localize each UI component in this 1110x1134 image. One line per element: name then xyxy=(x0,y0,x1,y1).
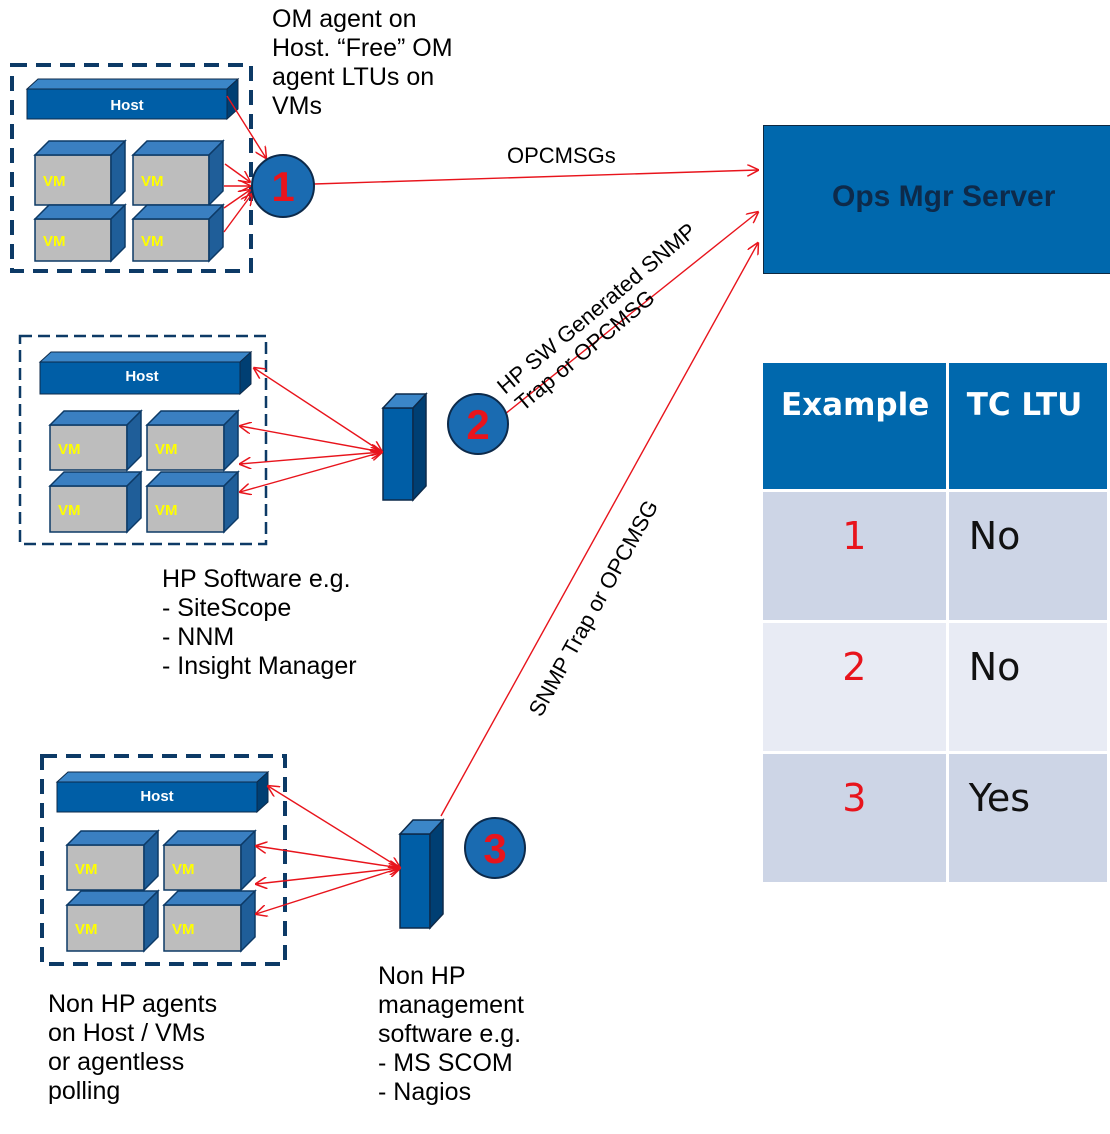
table-row: 3 Yes xyxy=(763,752,1110,885)
ops-mgr-server-box xyxy=(763,125,1110,274)
vm-box: VM xyxy=(145,409,240,472)
vm-box: VM xyxy=(48,409,143,472)
badge-number: 3 xyxy=(483,825,506,872)
vm-box: VM xyxy=(131,203,225,263)
host-group-3: Host VM VM VM VM xyxy=(40,754,287,966)
host-label: Host xyxy=(110,97,143,114)
arrows-group-1 xyxy=(223,95,758,233)
cell-example: 1 xyxy=(763,490,949,623)
vm-box: VM xyxy=(33,203,127,263)
cell-tc-ltu: Yes xyxy=(947,752,1110,885)
vm-label: VM xyxy=(155,502,178,519)
host-box: Host xyxy=(38,350,253,396)
column-header-tc-ltu: TC LTU xyxy=(947,363,1110,492)
cell-tc-ltu: No xyxy=(947,621,1110,754)
vm-box: VM xyxy=(162,829,257,892)
arrow-bidirectional xyxy=(254,368,382,452)
vm-label: VM xyxy=(58,441,81,458)
cell-example: 3 xyxy=(763,752,949,885)
badge-1: 1 xyxy=(251,154,315,218)
arrow-label-snmp-generated: HP SW Generated SNMP xyxy=(492,218,701,399)
host-box: Host xyxy=(25,77,240,121)
vm-label: VM xyxy=(141,173,164,190)
vm-label: VM xyxy=(75,861,98,878)
column-header-example: Example xyxy=(763,363,949,492)
arrow-opcmsgs xyxy=(313,170,758,185)
caption-non-hp-software: Non HP management software e.g. - MS SCO… xyxy=(378,962,524,1106)
vm-box: VM xyxy=(65,889,160,953)
vm-box: VM xyxy=(145,470,240,534)
example-table: Example TC LTU 1 No 2 No 3 Yes xyxy=(763,363,1110,885)
table-row: 2 No xyxy=(763,621,1110,754)
vm-label: VM xyxy=(141,233,164,250)
arrow-bidirectional xyxy=(256,868,400,914)
caption-non-hp-agents: Non HP agents on Host / VMs or agentless… xyxy=(48,990,218,1105)
vm-box: VM xyxy=(162,889,257,953)
arrow-bidirectional xyxy=(256,868,400,884)
host-group-1: Host VM VM VM VM xyxy=(10,63,253,273)
arrow-snmp-generated xyxy=(499,212,758,419)
vm-label: VM xyxy=(172,921,195,938)
vm-label: VM xyxy=(172,861,195,878)
host-group-2: Host VM VM VM VM xyxy=(18,334,268,546)
arrow-bidirectional xyxy=(240,426,382,452)
arrow-snmp-trap xyxy=(440,243,758,817)
arrow-bidirectional xyxy=(240,452,382,492)
vm-box: VM xyxy=(33,139,127,207)
host-box: Host xyxy=(55,770,270,814)
vm-label: VM xyxy=(43,233,66,250)
arrow-vm-to-agent xyxy=(224,163,250,182)
vm-label: VM xyxy=(75,921,98,938)
arrow-vm-to-agent xyxy=(223,190,250,209)
vm-box: VM xyxy=(65,829,160,892)
arrow-bidirectional xyxy=(256,846,400,868)
caption-om-agent: OM agent on Host. “Free” OM agent LTUs o… xyxy=(272,5,453,120)
arrow-label-snmp-trap: SNMP Trap or OPCMSG xyxy=(524,496,664,721)
badge-2: 2 xyxy=(447,393,509,455)
table-header-row: Example TC LTU xyxy=(763,363,1110,492)
badge-3: 3 xyxy=(464,817,526,879)
vm-label: VM xyxy=(43,173,66,190)
vm-label: VM xyxy=(155,441,178,458)
table-row: 1 No xyxy=(763,490,1110,623)
arrow-bidirectional xyxy=(268,786,400,868)
vm-box: VM xyxy=(48,470,143,534)
cell-tc-ltu: No xyxy=(947,490,1110,623)
management-server-tower-3 xyxy=(398,818,445,930)
arrows-group-3 xyxy=(256,243,758,914)
badge-number: 2 xyxy=(466,401,489,448)
host-label: Host xyxy=(140,788,173,805)
ops-mgr-server-label: Ops Mgr Server xyxy=(832,180,1056,213)
cell-example: 2 xyxy=(763,621,949,754)
group-boundary xyxy=(10,63,253,273)
badge-number: 1 xyxy=(271,163,294,210)
arrows-group-2 xyxy=(240,212,758,492)
arrow-host-to-agent xyxy=(226,95,266,158)
vm-box: VM xyxy=(131,139,225,207)
management-server-tower-2 xyxy=(381,392,428,502)
host-label: Host xyxy=(125,368,158,385)
vm-label: VM xyxy=(58,502,81,519)
arrow-label-opcmsgs: OPCMSGs xyxy=(507,143,616,168)
arrow-vm-to-agent xyxy=(223,194,252,233)
caption-hp-software: HP Software e.g. - SiteScope - NNM - Ins… xyxy=(162,565,357,680)
